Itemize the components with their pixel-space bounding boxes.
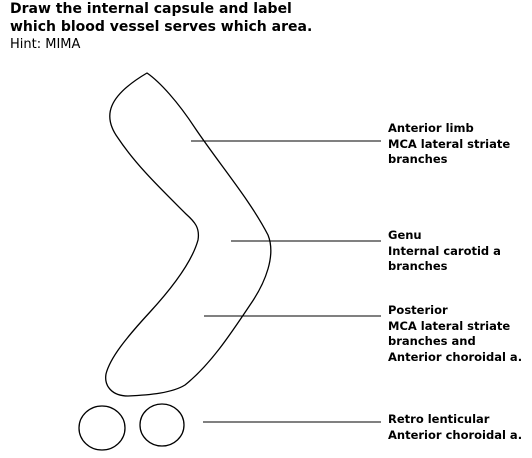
- heading: Draw the internal capsule and label whic…: [10, 0, 330, 53]
- heading-line-1: Draw the internal capsule and label: [10, 1, 292, 17]
- hint-text: Hint: MIMA: [10, 37, 81, 52]
- label-anterior-line: MCA lateral striate: [388, 136, 511, 151]
- label-genu-line: Internal carotid a: [388, 243, 501, 258]
- label-genu-line: branches: [388, 259, 448, 273]
- label-anterior-line: Anterior limb: [388, 121, 474, 135]
- label-retro-line: Retro lenticular: [388, 412, 490, 426]
- label-posterior-line: Anterior choroidal a.: [388, 349, 523, 364]
- label-posterior-line: branches and: [388, 334, 476, 348]
- label-anterior-line: branches: [388, 152, 448, 166]
- label-posterior-line: MCA lateral striate: [388, 318, 511, 333]
- label-retro-lenticular: Retro lenticular Anterior choroidal a.: [388, 412, 522, 443]
- right-circle: [139, 403, 185, 447]
- label-retro-line: Anterior choroidal a.: [388, 427, 523, 442]
- label-posterior-line: Posterior: [388, 303, 448, 317]
- label-posterior-limb: Posterior MCA lateral striate branches a…: [388, 303, 522, 365]
- label-genu-line: Genu: [388, 228, 422, 242]
- label-anterior-limb: Anterior limb MCA lateral striate branch…: [388, 121, 510, 168]
- left-circle: [78, 405, 126, 451]
- heading-line-2: which blood vessel serves which area.: [10, 19, 313, 35]
- label-genu: Genu Internal carotid a branches: [388, 228, 501, 275]
- internal-capsule-outline: [105, 72, 272, 397]
